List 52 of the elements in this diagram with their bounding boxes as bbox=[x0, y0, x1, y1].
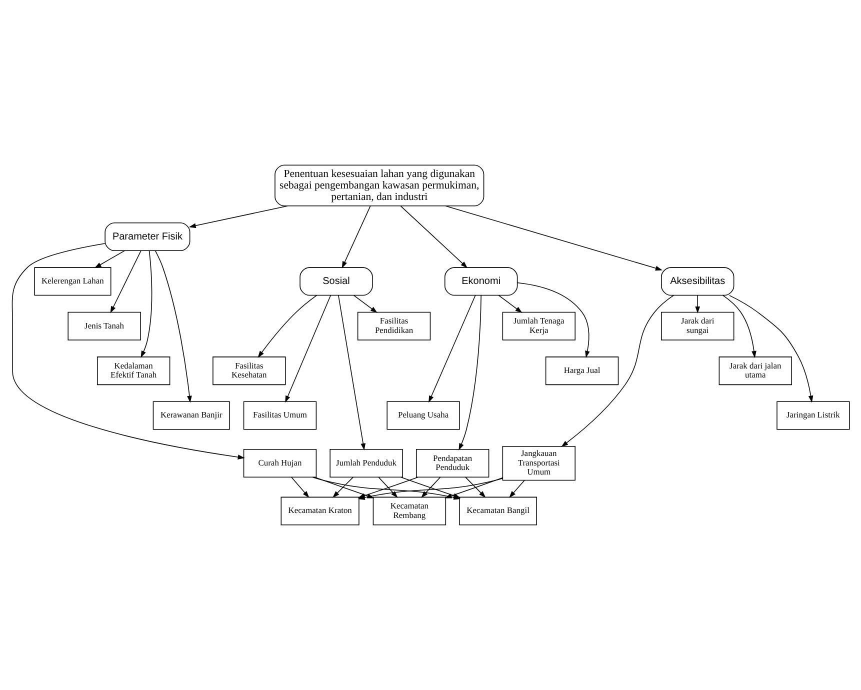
arrow bbox=[509, 480, 525, 498]
arrow bbox=[722, 294, 756, 358]
arrow bbox=[338, 295, 366, 450]
node-box: Aksesibilitas bbox=[661, 267, 734, 296]
arrow bbox=[421, 476, 441, 498]
arrow bbox=[342, 206, 371, 268]
arrow bbox=[258, 294, 318, 358]
node-box: Jumlah Penduduk bbox=[330, 449, 403, 478]
arrow bbox=[400, 206, 468, 268]
node-box: Peluang Usaha bbox=[386, 401, 460, 430]
arrow bbox=[154, 250, 192, 403]
node-box: Parameter Fisik bbox=[104, 222, 190, 251]
arrow bbox=[458, 295, 482, 450]
node-box: Fasilitas Pendidikan bbox=[357, 312, 431, 340]
node-box: Harga Jual bbox=[545, 356, 619, 386]
arrow bbox=[695, 295, 700, 314]
arrow bbox=[378, 476, 398, 498]
arrow bbox=[12, 243, 245, 460]
node-box: Jarak dari jalan utama bbox=[718, 356, 792, 386]
node-box: Sosial bbox=[300, 267, 373, 296]
arrow bbox=[290, 476, 310, 498]
node-box: Kerawanan Banjir bbox=[152, 401, 230, 430]
node-box: Jumlah Tenaga Kerja bbox=[502, 312, 576, 340]
arrow bbox=[94, 250, 126, 268]
node-box: Ekonomi bbox=[444, 267, 518, 296]
arrow bbox=[445, 206, 662, 271]
arrow bbox=[465, 476, 486, 498]
arrow bbox=[428, 295, 476, 403]
arrow bbox=[140, 250, 152, 358]
node-box: Kecamatan Kraton bbox=[280, 496, 360, 526]
node-box: Fasilitas Kesehatan bbox=[212, 356, 286, 386]
node-box: Kecamatan Rembang bbox=[372, 496, 446, 526]
node-box: Kecamatan Bangil bbox=[459, 496, 537, 526]
node-box: Jangkauan Transportasi Umum bbox=[502, 446, 576, 481]
node-box: Jaringan Listrik bbox=[776, 401, 850, 430]
arrow bbox=[188, 206, 288, 228]
arrow bbox=[332, 476, 354, 498]
arrow bbox=[285, 295, 332, 403]
node-box: Jenis Tanah bbox=[68, 312, 141, 340]
arrow bbox=[498, 295, 522, 313]
node-box: Curah Hujan bbox=[243, 449, 317, 478]
arrow bbox=[517, 282, 590, 358]
arrow bbox=[729, 295, 814, 403]
node-box: Jarak dari sungai bbox=[661, 312, 734, 340]
node-box: Kelerengan Lahan bbox=[34, 267, 112, 296]
arrow bbox=[561, 294, 674, 447]
node-box: Kedalaman Efektif Tanah bbox=[97, 356, 170, 386]
node-box: Fasilitas Umum bbox=[243, 401, 317, 430]
arrow bbox=[354, 295, 378, 313]
arrow bbox=[110, 250, 142, 314]
node-box: Pendapatan Penduduk bbox=[416, 449, 490, 478]
node-box: Penentuan kesesuaian lahan yang digunakan sebagai pengembangan kawasan permukiman, pertanian, dan industri bbox=[274, 164, 484, 206]
